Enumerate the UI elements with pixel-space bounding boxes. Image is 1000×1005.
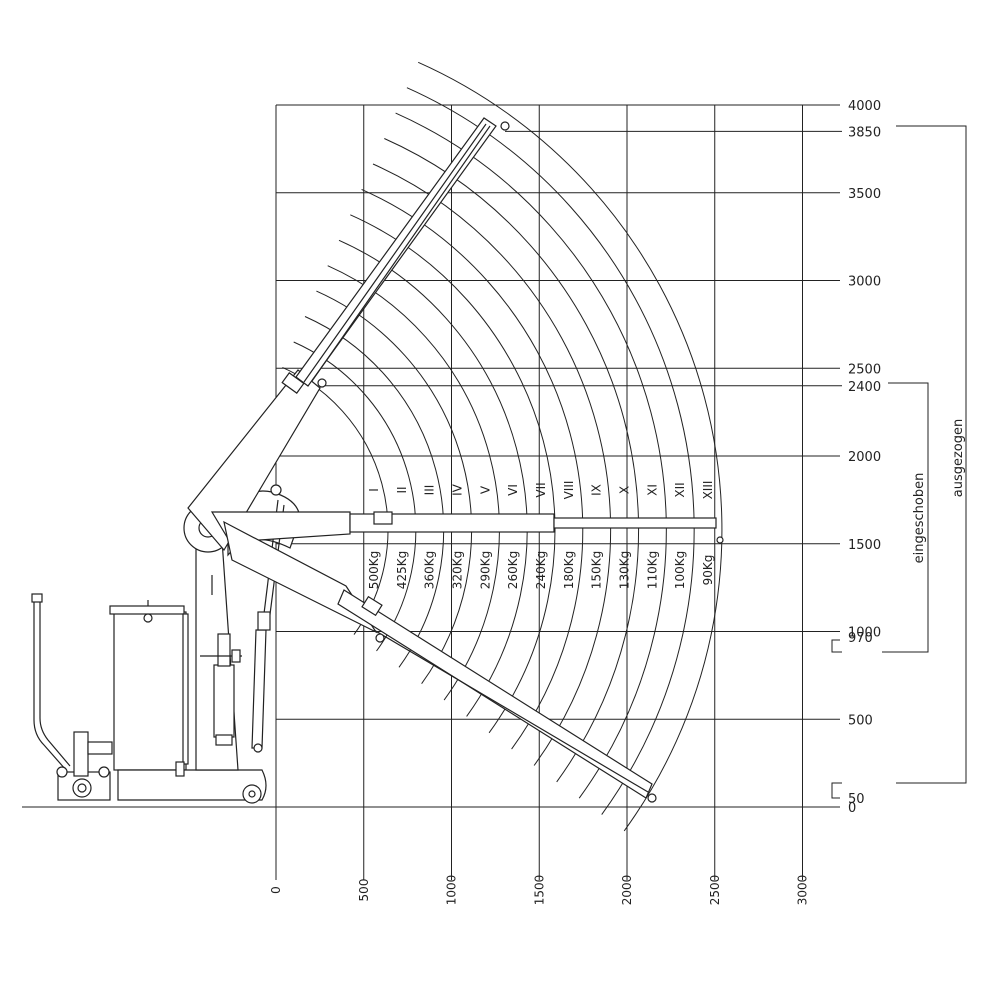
position-numeral: II (395, 486, 409, 493)
reach-arc (406, 87, 695, 815)
retracted-bracket: eingeschoben (831, 382, 929, 653)
y-tick-label: 2000 (848, 450, 881, 465)
y-tick-label: 4000 (848, 99, 881, 114)
reach-arc (384, 138, 640, 783)
reach-arc (417, 61, 723, 832)
position-numeral: X (618, 486, 632, 494)
retracted-label: eingeschoben (912, 473, 927, 564)
reach-arc (338, 239, 528, 717)
y-tick-label: 3850 (848, 125, 881, 140)
reach-arc (304, 316, 445, 668)
y-tick-label: 500 (848, 713, 873, 728)
load-label: 150Kg (590, 551, 604, 589)
boom-lowered (223, 520, 657, 803)
reach-arcs (282, 61, 723, 832)
y-tick-label: 2400 (848, 380, 881, 395)
y-tick-label: 1500 (848, 538, 881, 553)
y-tick-label: 970 (848, 631, 873, 646)
load-label: 130Kg (618, 551, 632, 589)
load-label: 240Kg (534, 551, 548, 589)
load-label: 320Kg (451, 551, 465, 589)
reach-arc (282, 366, 389, 635)
position-numeral: XII (673, 482, 687, 497)
load-labels: 500Kg 425Kg 360Kg 320Kg 290Kg 260Kg 240Kg 180Kg… (367, 551, 715, 589)
x-tick-label: 1000 (445, 875, 459, 906)
load-label: 500Kg (367, 551, 381, 589)
position-numeral: V (478, 485, 492, 494)
y-tick-label: 3000 (848, 275, 881, 290)
reach-arc (293, 341, 417, 652)
position-numeral: XI (645, 484, 659, 496)
boom-raised (187, 117, 510, 552)
x-tick-label: 0 (269, 886, 283, 894)
vertical-grid (275, 105, 803, 880)
y-tick-label: 1000 (848, 626, 881, 641)
position-numeral: VIII (562, 481, 576, 500)
load-label: 100Kg (673, 551, 687, 589)
reach-arc (327, 265, 500, 701)
y-tick-label: 50 (848, 792, 865, 807)
hydraulic-pump (200, 633, 242, 746)
extended-bracket: ausgezogen (831, 125, 967, 799)
y-tick-label: 2500 (848, 362, 881, 377)
load-label: 90Kg (701, 555, 715, 586)
reach-arc (372, 163, 612, 766)
horizontal-grid (276, 104, 842, 720)
reach-arc (350, 214, 556, 734)
position-numeral: VII (534, 482, 548, 497)
extended-label: ausgezogen (951, 419, 966, 498)
position-numeral: VI (506, 484, 520, 496)
x-tick-label: 2000 (620, 875, 634, 906)
reach-arc (395, 112, 667, 799)
x-tick-label: 500 (357, 879, 371, 902)
load-label: 360Kg (423, 551, 437, 589)
chassis (109, 600, 267, 804)
load-label: 180Kg (562, 551, 576, 589)
load-label: 290Kg (478, 551, 492, 589)
push-handle (31, 593, 71, 771)
x-axis-labels: 0 500 1000 1500 2000 2500 3000 (269, 875, 810, 906)
reach-arc (361, 188, 584, 750)
y-tick-label: 0 (848, 801, 856, 816)
position-numeral: IX (590, 484, 604, 496)
x-tick-label: 1500 (532, 875, 546, 906)
y-tick-label: 3500 (848, 187, 881, 202)
position-numeral: I (367, 488, 381, 492)
drive-unit (56, 731, 113, 801)
load-label: 425Kg (395, 551, 409, 589)
position-numeral: III (423, 485, 437, 496)
x-tick-label: 2500 (708, 875, 722, 906)
position-numeral: IV (451, 483, 465, 496)
load-label: 110Kg (645, 551, 659, 589)
position-numeral: XIII (701, 481, 715, 500)
reach-arc (316, 290, 473, 684)
load-label: 260Kg (506, 551, 520, 589)
boom-horizontal (210, 511, 724, 544)
x-tick-label: 3000 (796, 875, 810, 906)
